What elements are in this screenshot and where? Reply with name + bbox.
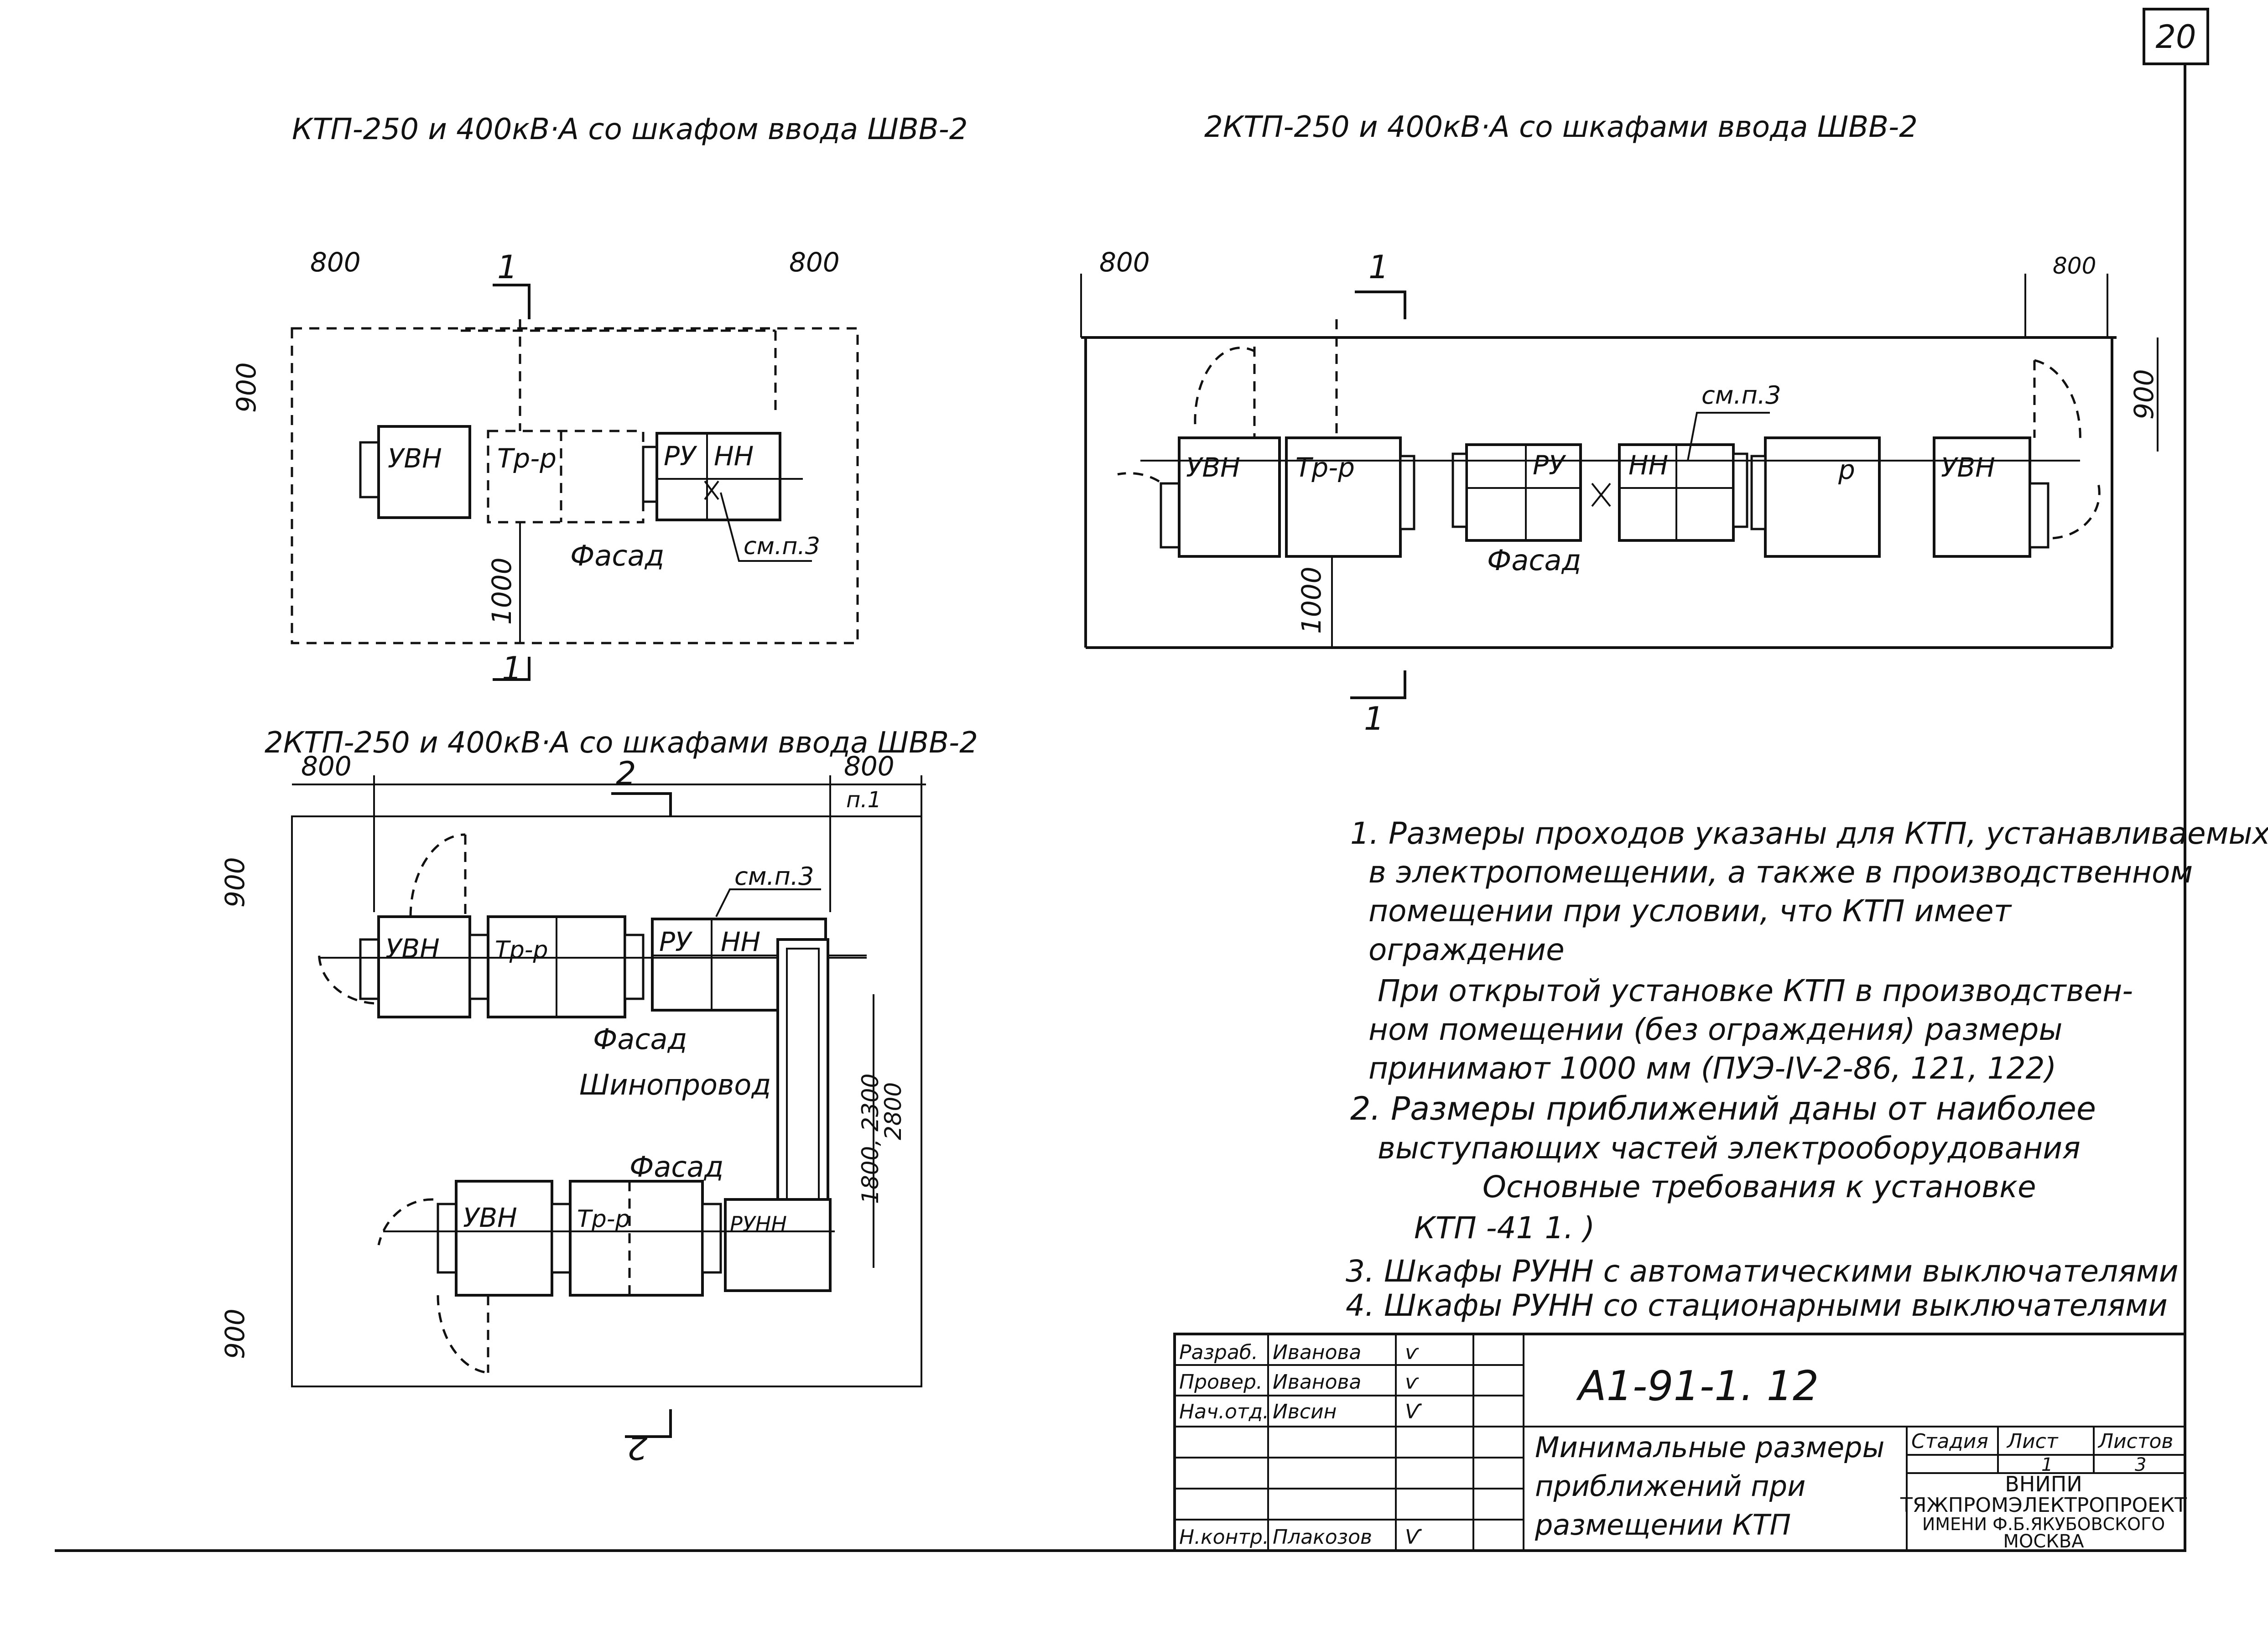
tb-name: Ивсин xyxy=(1273,1400,1337,1423)
doc-code: А1-91-1. 12 xyxy=(1576,1362,1819,1410)
plan-c-label-busbar: Шинопровод xyxy=(579,1068,771,1101)
plan-b-section-bottom: 1 xyxy=(1364,700,1384,737)
note-line: При открытой установке КТП в производств… xyxy=(1378,973,2133,1008)
plan-c-dim-vertical-2: 2800 xyxy=(880,1082,906,1140)
plan-a-dim-right: 800 xyxy=(789,247,840,278)
plan-a-label-nn: НН xyxy=(714,441,754,472)
tb-sheet-header: Лист xyxy=(2006,1430,2059,1453)
tb-org: ТЯЖПРОМЭЛЕКТРОПРОЕКТ xyxy=(1900,1494,2187,1517)
note-line: 1. Размеры проходов указаны для КТП, уст… xyxy=(1350,816,2268,851)
plan-a-section-top: 1 xyxy=(497,249,518,286)
plan-a-title: КТП-250 и 400кВ·А со шкафом ввода ШВВ-2 xyxy=(292,113,968,146)
plan-c-label-uvn-bottom: УВН xyxy=(463,1202,517,1233)
tb-role: Провер. xyxy=(1179,1370,1263,1394)
plan-c-label-ru: РУ xyxy=(659,926,693,957)
plan-a-dim-left: 800 xyxy=(310,247,361,278)
plan-c-label-ref: см.п.3 xyxy=(734,862,814,891)
plan-c-label-tr-bottom: Тр-р xyxy=(577,1205,630,1233)
plan-c-title: 2КТП-250 и 400кВ·А со шкафами ввода ШВВ-… xyxy=(265,726,978,760)
note-line: в электропомещении, а также в производст… xyxy=(1368,855,2193,890)
doc-title-line: приближений при xyxy=(1535,1469,1805,1503)
plan-b-label-facade: Фасад xyxy=(1487,544,1581,577)
note-line: принимают 1000 мм (ПУЭ-IV-2-86, 121, 122… xyxy=(1368,1051,2056,1086)
tb-sign: ѵ xyxy=(1405,1370,1419,1394)
plan-b-label-ref: см.п.3 xyxy=(1701,381,1781,410)
plan-c-section-bottom: 2 xyxy=(627,1429,648,1466)
plan-c-dim-right-note: п.1 xyxy=(846,787,881,813)
note-line: ном помещении (без ограждения) размеры xyxy=(1368,1012,2062,1047)
plan-c-label-facade-bottom: Фасад xyxy=(629,1150,723,1183)
plan-c-label-uvn-top: УВН xyxy=(385,933,440,964)
plan-c-label-facade-top: Фасад xyxy=(593,1023,687,1056)
note-line: 3. Шкафы РУНН с автоматическими выключат… xyxy=(1346,1254,2179,1289)
plan-c-dim-right: 800 xyxy=(844,751,895,782)
tb-sheets-header: Листов xyxy=(2097,1430,2173,1453)
plan-a-label-uvn: УВН xyxy=(388,443,442,474)
plan-c-dim-top: 900 xyxy=(219,857,250,908)
plan-a-label-tr: Тр-р xyxy=(497,443,557,474)
note-line: 2. Размеры приближений даны от наиболее xyxy=(1350,1090,2096,1127)
sheet-number: 20 xyxy=(2155,18,2196,56)
note-line: КТП -41 1. ) xyxy=(1414,1210,1595,1246)
tb-role: Разраб. xyxy=(1179,1341,1258,1364)
notes: 1. Размеры проходов указаны для КТП, уст… xyxy=(1346,816,2268,1323)
note-line: выступающих частей электрооборудования xyxy=(1378,1131,2081,1166)
plan-b: 2КТП-250 и 400кВ·А со шкафами ввода ШВВ-… xyxy=(1080,110,2159,737)
doc-title-line: размещении КТП xyxy=(1535,1508,1791,1542)
tb-name: Плакозов xyxy=(1273,1526,1372,1549)
plan-c-dim-vertical: 1800, 2300 xyxy=(857,1074,884,1204)
note-line: 4. Шкафы РУНН со стационарными выключате… xyxy=(1346,1288,2168,1323)
tb-sign: Ѵ xyxy=(1405,1526,1422,1549)
plan-b-label-nn: НН xyxy=(1628,450,1668,481)
tb-name: Иванова xyxy=(1273,1341,1361,1364)
plan-c-label-nn: НН xyxy=(721,926,760,957)
tb-sheet-value: 1 xyxy=(2041,1454,2053,1475)
plan-b-dim-bottom: 1000 xyxy=(1296,566,1327,634)
title-block: Разраб. Иванова ѵ Провер. Иванова ѵ Нач.… xyxy=(1173,1333,2187,1552)
tb-org: ВНИПИ xyxy=(2005,1472,2082,1496)
tb-role: Н.контр. xyxy=(1179,1526,1269,1549)
plan-a-label-ref: см.п.3 xyxy=(744,533,820,560)
plan-c-label-runn: РУНН xyxy=(730,1212,787,1236)
plan-a-dim-bottom: 1000 xyxy=(486,557,517,625)
plan-b-label-tr-right: р xyxy=(1838,454,1855,485)
plan-c-dim-bottom: 900 xyxy=(219,1308,250,1359)
note-line: Основные требования к установке xyxy=(1483,1169,2036,1204)
plan-b-label-uvn-left: УВН xyxy=(1186,452,1240,483)
tb-name: Иванова xyxy=(1273,1370,1361,1394)
plan-b-label-ru: РУ xyxy=(1533,450,1566,481)
note-line: ограждение xyxy=(1368,932,1565,967)
plan-a: КТП-250 и 400кВ·А со шкафом ввода ШВВ-2 … xyxy=(231,113,968,687)
plan-b-dim-top: 900 xyxy=(2128,369,2159,420)
tb-stage-header: Стадия xyxy=(1911,1430,1988,1453)
tb-sheets-value: 3 xyxy=(2135,1454,2146,1475)
plan-a-label-ru: РУ xyxy=(664,441,697,472)
note-line: помещении при условии, что КТП имеет xyxy=(1368,893,2013,929)
plan-c: 2КТП-250 и 400кВ·А со шкафами ввода ШВВ-… xyxy=(219,726,978,1466)
plan-a-dim-top: 900 xyxy=(231,362,262,413)
plan-b-dim-left: 800 xyxy=(1099,247,1150,278)
plan-c-dim-left: 800 xyxy=(301,751,352,782)
tb-sign: ѵ xyxy=(1405,1341,1419,1364)
tb-org: ИМЕНИ Ф.Б.ЯКУБОВСКОГО xyxy=(1922,1514,2165,1534)
plan-b-title: 2КТП-250 и 400кВ·А со шкафами ввода ШВВ-… xyxy=(1204,110,1918,144)
tb-sign: Ѵ xyxy=(1405,1400,1422,1423)
plan-b-label-tr-left: Тр-р xyxy=(1295,452,1355,483)
plan-b-section-top: 1 xyxy=(1368,249,1389,286)
plan-b-label-uvn-right: УВН xyxy=(1941,452,1995,483)
plan-c-label-tr-top: Тр-р xyxy=(495,936,548,964)
plan-c-section-top: 2 xyxy=(616,755,636,792)
tb-org: МОСКВА xyxy=(2003,1531,2084,1552)
plan-a-section-bottom: 1 xyxy=(502,650,522,687)
plan-b-dim-right: 800 xyxy=(2053,253,2096,279)
doc-title-line: Минимальные размеры xyxy=(1535,1431,1884,1464)
tb-role: Нач.отд. xyxy=(1179,1400,1269,1423)
plan-a-label-facade: Фасад xyxy=(570,539,664,572)
